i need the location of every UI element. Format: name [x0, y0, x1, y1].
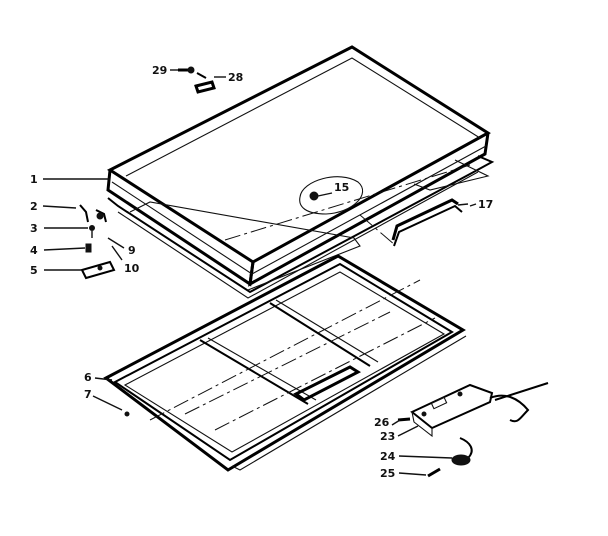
- lid-assembly: [106, 45, 495, 299]
- callout-23: 23: [380, 430, 395, 443]
- callout-6: 6: [84, 371, 92, 384]
- callout-17: 17: [478, 198, 493, 211]
- callout-7: 7: [84, 388, 92, 401]
- callout-25: 25: [380, 467, 395, 480]
- callout-3: 3: [30, 222, 38, 235]
- callout-24: 24: [380, 450, 396, 463]
- callout-9: 9: [128, 244, 136, 257]
- callout-26: 26: [374, 416, 390, 429]
- leader-lines: [42, 69, 477, 476]
- handle-part-17: [391, 198, 469, 247]
- callout-5: 5: [30, 264, 38, 277]
- callout-29: 29: [152, 64, 167, 77]
- callout-2: 2: [30, 200, 38, 213]
- small-parts-28-29: [178, 66, 216, 94]
- callout-15: 15: [334, 181, 349, 194]
- callout-labels: 1 2 3 4 5 6 7 9 10 15 17 23 24 25 26 28 …: [30, 64, 493, 480]
- screw-15-detail: [299, 176, 364, 215]
- thermostat-assembly: [397, 382, 549, 478]
- callout-4: 4: [30, 244, 38, 257]
- hinge-parts: [79, 204, 116, 280]
- callout-10: 10: [124, 262, 140, 275]
- callout-28: 28: [228, 71, 243, 84]
- liner-tray-part-6: [103, 254, 467, 472]
- callout-1: 1: [30, 173, 38, 186]
- screw-part-7: [124, 411, 130, 417]
